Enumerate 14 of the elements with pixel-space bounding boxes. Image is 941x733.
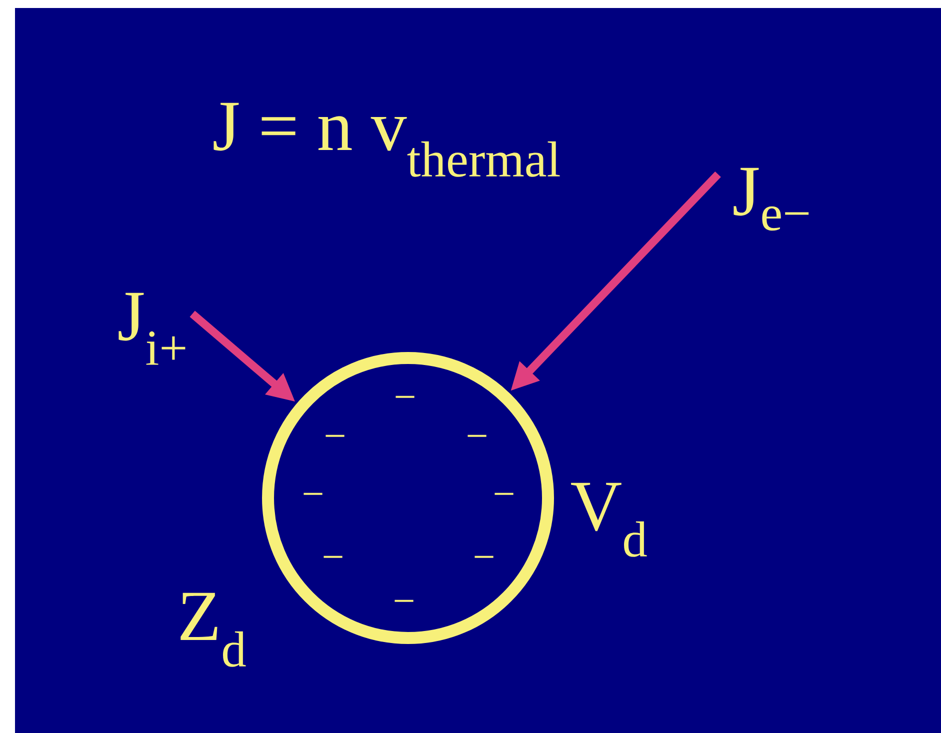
charge-sign: − [494,492,514,495]
symbol-label: J$_{i+}$ [118,292,186,365]
charge-sign: − [468,434,486,437]
charge-sign: − [304,492,322,495]
charge-sign: − [326,434,344,437]
symbol-label: J$_{e−}$ [734,168,809,231]
formula-label: J = n v$_{thermal}$ [214,102,560,177]
charge-sign: − [474,556,494,558]
sphere-outline [262,352,554,644]
charge-sign: − [394,600,414,602]
charge-sign: − [396,396,414,398]
symbol-label: Z$_{d}$ [180,592,246,667]
symbol-label: V$_{d}$ [571,482,647,557]
charge-sign: − [324,556,342,558]
